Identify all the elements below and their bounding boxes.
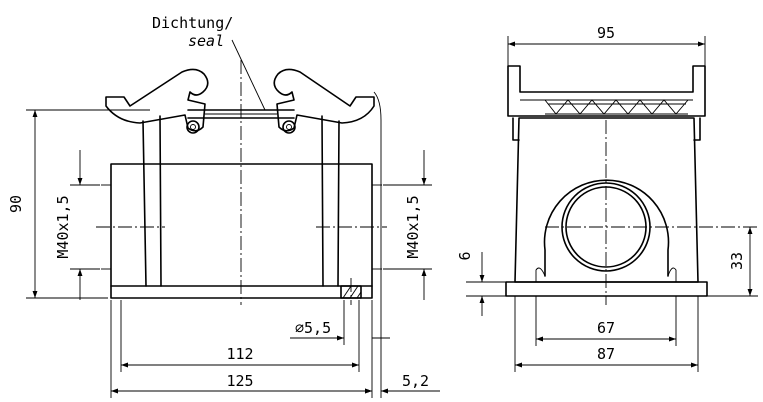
front-view — [96, 39, 387, 305]
dim-95-label: 95 — [597, 24, 615, 42]
dimension-labels: Dichtung/ seal 90 M40x1,5 M40x1,5 ⌀5,5 1… — [7, 14, 746, 390]
side-gland-boss — [543, 179, 670, 277]
base-flange — [110, 285, 373, 299]
dim-33-label: 33 — [728, 252, 746, 270]
side-view — [505, 65, 760, 305]
dim-90-label: 90 — [7, 195, 25, 213]
left-latch-lever — [105, 68, 209, 132]
dim-112-label: 112 — [226, 345, 253, 363]
dim-125-label: 125 — [226, 372, 253, 390]
side-gasket — [544, 99, 689, 115]
seal-leader — [231, 39, 266, 111]
dim-87-label: 87 — [597, 345, 615, 363]
left-pin-icon — [186, 120, 200, 134]
side-dimensions — [466, 36, 758, 372]
dim-thread-right-label: M40x1,5 — [404, 195, 422, 258]
side-base — [505, 281, 708, 297]
dim-5-2-label: 5,2 — [402, 372, 429, 390]
right-lever-post — [321, 115, 340, 287]
right-pin-icon — [282, 120, 296, 134]
left-lever-post — [142, 115, 162, 287]
front-dimensions — [26, 91, 440, 398]
dim-thread-left-label: M40x1,5 — [54, 195, 72, 258]
seal-label-en: seal — [188, 32, 224, 50]
dim-6-label: 6 — [456, 251, 474, 260]
dim-67-label: 67 — [597, 319, 615, 337]
seal-label-de: Dichtung/ — [152, 14, 233, 32]
dim-hole-label: ⌀5,5 — [295, 319, 331, 337]
side-housing-body — [514, 117, 699, 283]
housing-body — [110, 163, 373, 287]
side-top-frame — [507, 65, 706, 117]
right-latch-lever — [273, 68, 375, 132]
